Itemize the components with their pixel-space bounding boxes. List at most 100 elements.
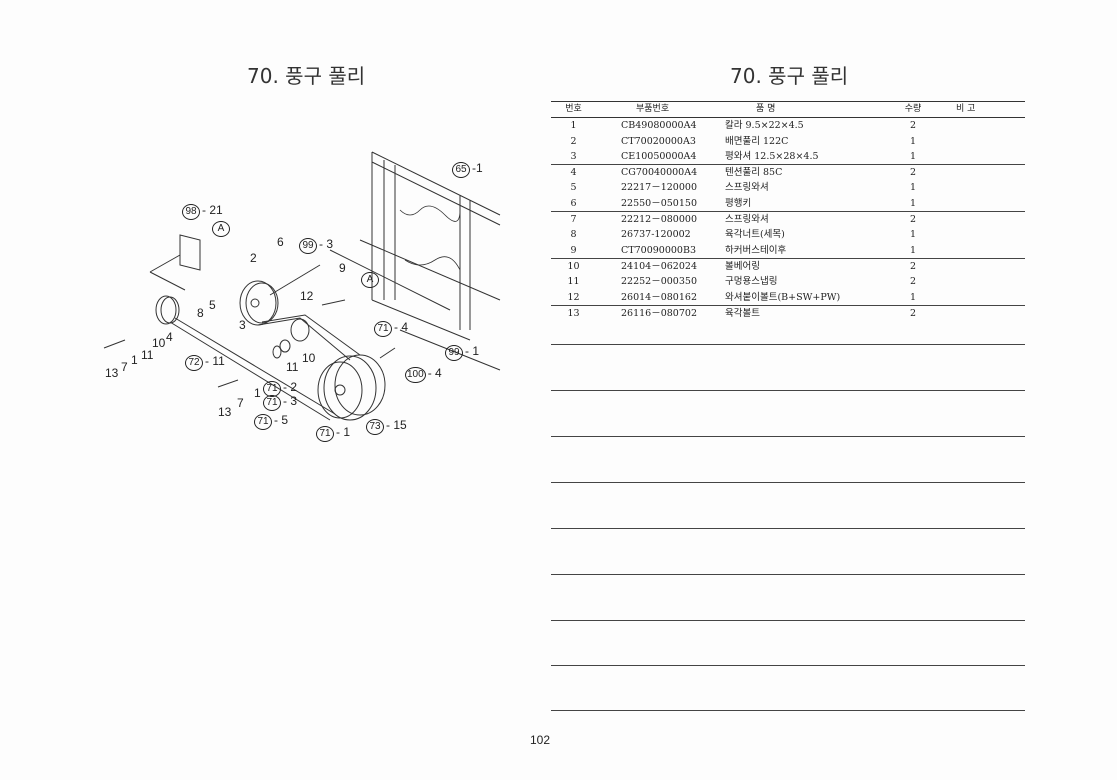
cell-no: 13 xyxy=(567,307,580,319)
right-page-title: 70. 풍구 풀리 xyxy=(730,64,849,88)
part-number-label: 2 xyxy=(250,251,257,265)
cell-part-no: 26014－080162 xyxy=(621,291,697,303)
table-row: 6 22550－050150 평행키 1 xyxy=(551,196,1025,213)
part-number-label: 7 xyxy=(237,396,244,410)
cell-name: 스프링와셔 xyxy=(725,214,769,226)
bolts xyxy=(103,299,396,388)
cell-qty: 2 xyxy=(909,260,917,272)
cell-qty: 2 xyxy=(909,167,917,179)
blank-row-divider xyxy=(551,710,1025,711)
part-number-label: 12 xyxy=(300,289,314,303)
header-qty: 수량 xyxy=(904,104,922,114)
table-row: 10 24104－062024 볼베어링 2 xyxy=(551,259,1025,274)
part-number-label: 1 xyxy=(254,386,261,400)
callout-71-4: 71- 4 xyxy=(374,320,408,337)
cell-no: 4 xyxy=(570,167,577,179)
part-number-label: 8 xyxy=(197,306,204,320)
cell-qty: 1 xyxy=(909,244,917,256)
bracket-98 xyxy=(149,234,201,291)
callout-a: A xyxy=(212,220,232,237)
table-row: 11 22252－000350 구멍용스냅링 2 xyxy=(551,274,1025,289)
cell-no: 7 xyxy=(570,214,577,226)
blank-row-divider xyxy=(551,620,1025,621)
cell-part-no: CT70090000B3 xyxy=(621,244,696,256)
cell-part-no: CE10050000A4 xyxy=(621,150,697,162)
cell-part-no: CB49080000A4 xyxy=(621,120,697,132)
cell-no: 5 xyxy=(570,182,577,194)
cell-name: 육각너트(세목) xyxy=(725,229,785,241)
page-number: 102 xyxy=(530,733,551,747)
part-number-label: 13 xyxy=(105,366,119,380)
cell-no: 6 xyxy=(570,197,577,209)
part-number-label: 10 xyxy=(302,351,316,365)
callout-99-3: 99- 3 xyxy=(299,237,333,254)
cell-name: 볼베어링 xyxy=(725,260,760,272)
blank-row-divider xyxy=(551,344,1025,345)
header-remark: 비 고 xyxy=(956,104,976,114)
cell-no: 8 xyxy=(570,229,577,241)
cell-part-no: CT70020000A3 xyxy=(621,135,696,147)
cell-qty: 1 xyxy=(909,197,917,209)
tension-pulley-10 xyxy=(272,318,310,359)
cell-name: 구멍용스냅링 xyxy=(725,276,778,288)
left-page-title: 70. 풍구 풀리 xyxy=(247,64,366,88)
blank-row-divider xyxy=(551,665,1025,666)
part-number-label: 13 xyxy=(218,405,232,419)
frame-drawing xyxy=(329,151,501,371)
cell-part-no: 26116－080702 xyxy=(621,307,697,319)
cell-part-no: 22212－080000 xyxy=(621,214,697,226)
cell-part-no: CG70040000A4 xyxy=(621,167,698,179)
table-row: 4 CG70040000A4 텐션풀리 85C 2 xyxy=(551,165,1025,180)
cell-name: 육각볼트 xyxy=(725,307,760,319)
cell-qty: 2 xyxy=(909,214,917,226)
header-no: 번호 xyxy=(565,104,582,114)
cell-no: 3 xyxy=(570,150,577,162)
cell-no: 10 xyxy=(567,260,580,272)
cell-name: 평행키 xyxy=(725,197,752,209)
part-number-label: 9 xyxy=(339,261,346,275)
callout-99-1: 99- 1 xyxy=(445,344,479,361)
blank-row-divider xyxy=(551,528,1025,529)
cell-part-no: 24104－062024 xyxy=(621,260,697,272)
part-number-label: 10 xyxy=(152,336,166,350)
cell-no: 12 xyxy=(567,291,580,303)
cell-name: 와셔붙이볼트(B+SW+PW) xyxy=(725,291,841,303)
part-number-label: 4 xyxy=(166,330,173,344)
pulley-2 xyxy=(239,264,321,326)
cell-name: 스프링와셔 xyxy=(725,182,769,194)
cell-no: 9 xyxy=(570,244,577,256)
callout-71-3: 71- 3 xyxy=(263,394,297,411)
part-number-label: 5 xyxy=(209,298,216,312)
part-number-label: 11 xyxy=(141,348,154,362)
cell-name: 텐션풀리 85C xyxy=(725,167,783,179)
cell-qty: 2 xyxy=(909,276,917,288)
blank-row-divider xyxy=(551,574,1025,575)
callout-73-15: 73- 15 xyxy=(366,418,407,435)
callout-65-1: 65-1 xyxy=(452,161,483,178)
cell-qty: 1 xyxy=(909,135,917,147)
belt-72 xyxy=(169,314,361,421)
cell-part-no: 22550－050150 xyxy=(621,197,697,209)
cell-qty: 1 xyxy=(909,150,917,162)
part-number-label: 6 xyxy=(277,235,284,249)
part-number-label: 1 xyxy=(131,353,138,367)
callout-a: A xyxy=(361,271,381,288)
callout-100-4: 100- 4 xyxy=(405,366,442,383)
part-number-label: 3 xyxy=(239,318,246,332)
cell-qty: 1 xyxy=(909,182,917,194)
table-header: 번호 부품번호 품 명 수량 비 고 xyxy=(551,101,1025,119)
cell-no: 11 xyxy=(567,276,580,288)
part-number-label: 7 xyxy=(121,360,128,374)
cell-part-no: 22252－000350 xyxy=(621,276,697,288)
cell-name: 배면풀리 122C xyxy=(725,135,789,147)
table-row: 7 22212－080000 스프링와셔 2 xyxy=(551,212,1025,227)
header-part-no: 부품번호 xyxy=(636,104,670,114)
cell-qty: 2 xyxy=(909,307,917,319)
